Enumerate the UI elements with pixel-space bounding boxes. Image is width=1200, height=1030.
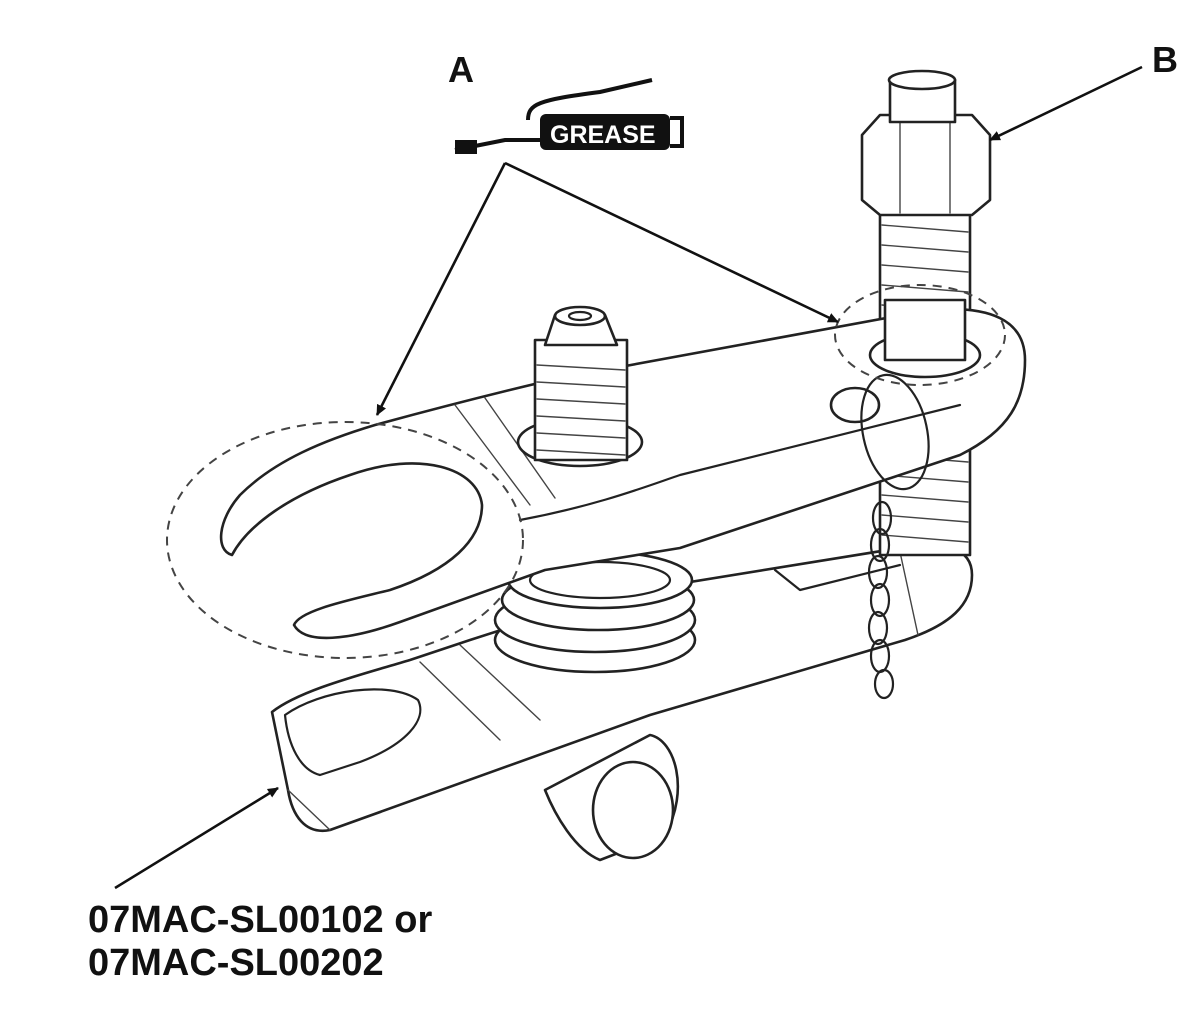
callout-letter-a: A — [448, 49, 474, 90]
lower-rod — [543, 733, 680, 862]
grease-area-jaw-circle — [166, 421, 524, 659]
callout-arrows — [114, 65, 1143, 890]
hex-nut — [860, 69, 992, 217]
part-number-line-1: 07MAC-SL00102 or — [88, 899, 432, 941]
arrow-tool — [114, 786, 279, 890]
ring-and-chain — [860, 373, 930, 700]
upper-arm — [219, 298, 1027, 640]
lower-jaw — [270, 543, 974, 833]
grease-tube-icon: GREASE — [454, 78, 684, 154]
grease-area-bolt-circle — [834, 284, 1006, 386]
arrow-b-nut — [989, 65, 1143, 142]
arrow-a-jaw — [375, 162, 507, 416]
arrow-a-bolt — [504, 161, 839, 324]
threaded-stud — [516, 305, 644, 468]
callout-letter-b: B — [1152, 39, 1178, 80]
grease-label: GREASE — [550, 121, 656, 149]
part-number-line-2: 07MAC-SL00202 — [88, 942, 384, 984]
